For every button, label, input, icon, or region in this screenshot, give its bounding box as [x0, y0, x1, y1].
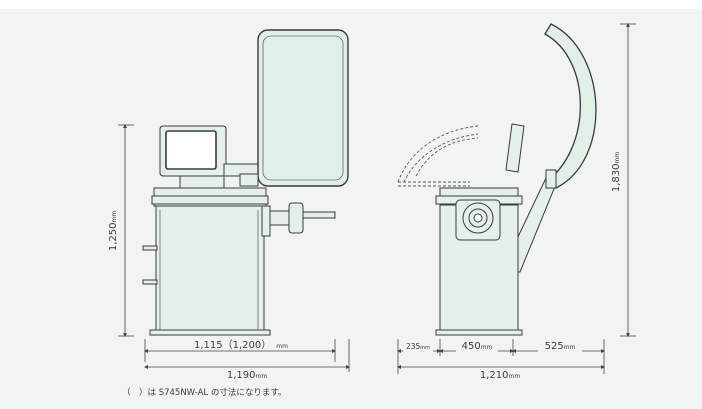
- side-seg3-unit: mm: [564, 344, 576, 351]
- front-view-machine: [142, 29, 349, 336]
- front-hub-flange: [288, 202, 304, 234]
- front-monitor-screen: [165, 130, 217, 170]
- model-note: （ ）は S745NW-AL の寸法になります。: [122, 388, 287, 398]
- side-seg2-unit: mm: [481, 344, 493, 351]
- side-height-value: 1,830: [611, 164, 622, 193]
- side-seg2-value: 450: [462, 341, 481, 352]
- side-width-value: 1,210: [480, 370, 509, 381]
- side-height-label: 1,830mm: [611, 152, 622, 192]
- side-height-unit: mm: [614, 152, 621, 164]
- front-shaft-housing: [261, 205, 271, 237]
- front-depth-value: 1,115（1,200）: [194, 339, 271, 351]
- side-seg1-label: 235mm: [406, 342, 430, 351]
- front-height-value: 1,250: [108, 223, 119, 252]
- front-monitor-stand: [179, 175, 225, 189]
- front-hook-upper: [142, 245, 158, 251]
- front-height-unit: mm: [111, 211, 118, 223]
- side-seg3-value: 525: [545, 341, 564, 352]
- side-seg1-value: 235: [406, 342, 421, 351]
- front-cover-hinge: [239, 173, 259, 187]
- front-width-unit: mm: [255, 373, 267, 380]
- side-width-label: 1,210mm: [480, 370, 520, 381]
- side-cover-lowered-dashed: [397, 125, 479, 187]
- side-wheel-cover: [544, 23, 597, 189]
- side-seg1-unit: mm: [420, 345, 430, 351]
- side-spindle-end: [473, 213, 483, 223]
- front-width-label: 1,190mm: [227, 370, 267, 381]
- front-depth-label: 1,115（1,200） mm: [194, 339, 288, 351]
- side-seg2-label: 450mm: [462, 341, 493, 352]
- front-spindle: [302, 211, 336, 219]
- front-depth-unit: mm: [276, 343, 288, 350]
- front-hook-lower: [142, 279, 158, 285]
- top-band: [0, 0, 702, 9]
- side-base-plate: [435, 329, 523, 336]
- side-view-machine: [435, 23, 597, 336]
- side-monitor: [505, 123, 525, 173]
- front-tray: [151, 195, 269, 205]
- front-dimensions: [118, 124, 350, 372]
- front-height-label: 1,250mm: [108, 211, 119, 251]
- svg-text:1,250mm: 1,250mm: [108, 211, 119, 251]
- side-seg3-label: 525mm: [545, 341, 576, 352]
- side-width-unit: mm: [508, 373, 520, 380]
- front-base-plate: [149, 329, 271, 336]
- front-cabinet: [155, 204, 265, 334]
- svg-text:1,830mm: 1,830mm: [611, 152, 622, 192]
- front-width-value: 1,190: [227, 370, 256, 381]
- side-cover-hinge: [545, 169, 557, 189]
- front-wheel-cover-inner: [262, 35, 344, 181]
